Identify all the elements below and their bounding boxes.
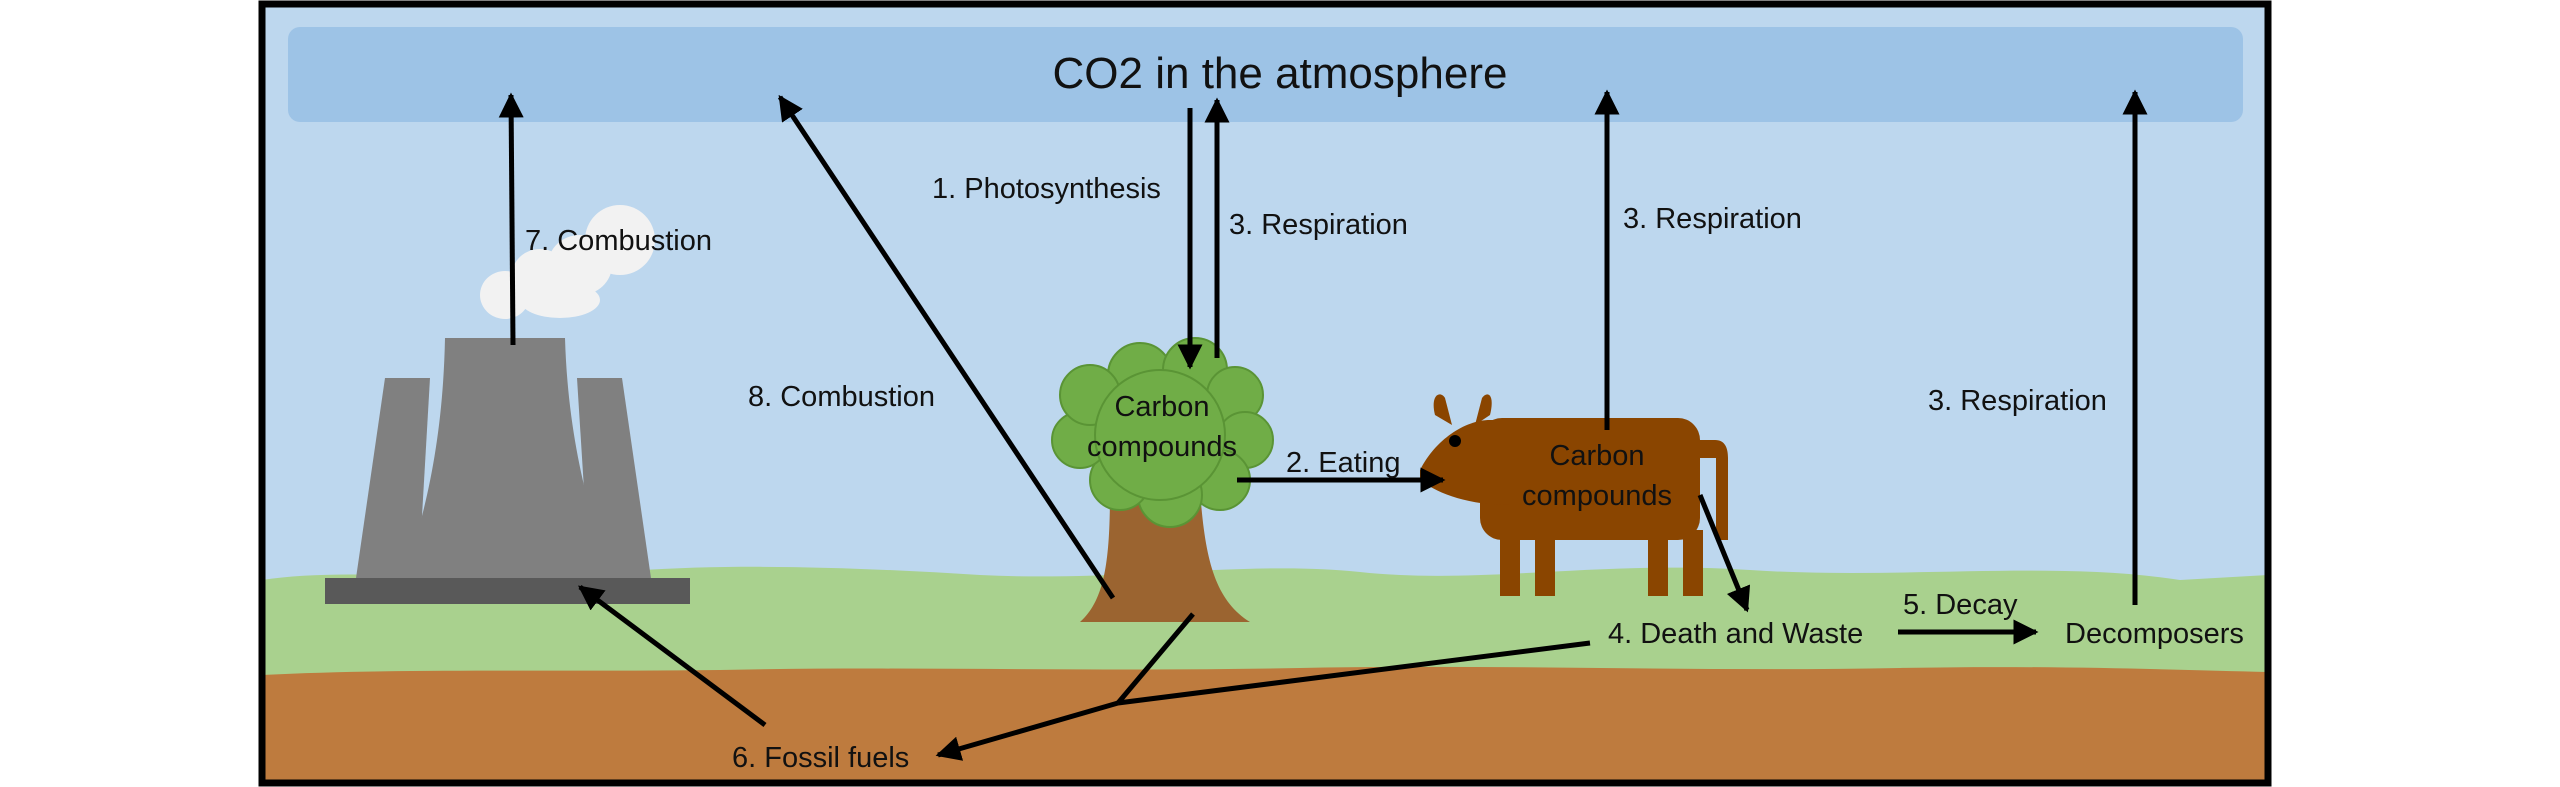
smoke-cloud-icon bbox=[480, 205, 655, 319]
label-respiration-cow: 3. Respiration bbox=[1623, 203, 1802, 235]
soil bbox=[262, 666, 2268, 783]
cow-carbon-label-2: compounds bbox=[1522, 480, 1672, 512]
label-death-and-waste: 4. Death and Waste bbox=[1608, 618, 1863, 650]
tree-carbon-label-1: Carbon bbox=[1114, 391, 1209, 423]
diagram-title: CO2 in the atmosphere bbox=[1053, 49, 1508, 98]
arrows bbox=[498, 89, 2148, 761]
cow-carbon-label-1: Carbon bbox=[1549, 440, 1644, 472]
label-decay: 5. Decay bbox=[1903, 589, 2018, 621]
label-respiration-decomposers: 3. Respiration bbox=[1928, 385, 2107, 417]
power-plant-icon bbox=[325, 338, 690, 604]
grass bbox=[262, 566, 2268, 690]
frame bbox=[258, 0, 2272, 787]
label-eating: 2. Eating bbox=[1286, 447, 1400, 479]
atmosphere-band bbox=[288, 27, 2243, 122]
arrow-junction-to-fossil bbox=[935, 700, 1119, 761]
label-photosynthesis: 1. Photosynthesis bbox=[932, 173, 1161, 205]
tree-icon bbox=[1051, 337, 1274, 622]
label-fossil-fuels: 6. Fossil fuels bbox=[732, 742, 909, 774]
arrow-combustion-8 bbox=[777, 94, 1116, 600]
arrow-death bbox=[1697, 494, 1751, 613]
arrow-combustion-7 bbox=[498, 92, 524, 346]
arrow-fossil-fuels bbox=[577, 584, 767, 728]
tree-carbon-label-2: compounds bbox=[1087, 431, 1237, 463]
label-combustion-7: 7. Combustion bbox=[525, 225, 712, 257]
label-decomposers: Decomposers bbox=[2065, 618, 2244, 650]
line-waste-to-junction bbox=[1117, 640, 1591, 706]
label-respiration-tree: 3. Respiration bbox=[1229, 209, 1408, 241]
line-tree-to-junction bbox=[1116, 612, 1195, 705]
label-combustion-8: 8. Combustion bbox=[748, 381, 935, 413]
